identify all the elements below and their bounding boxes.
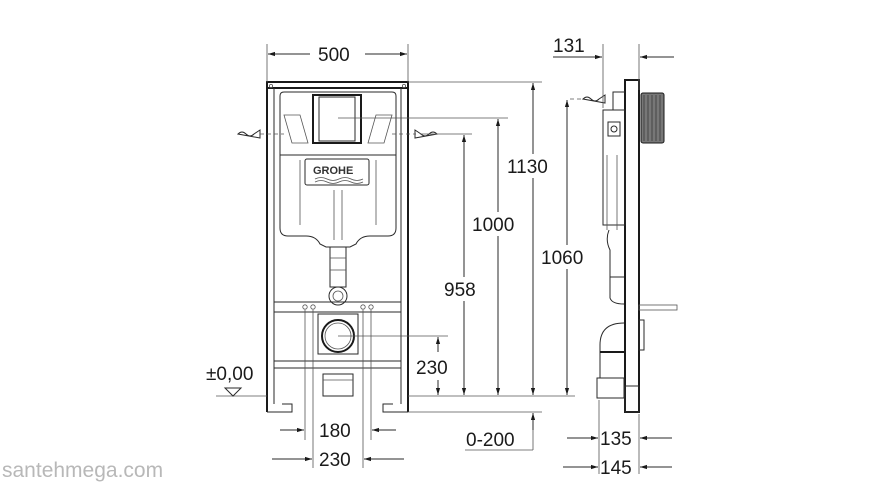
dim-water-inlet-height: 958 — [444, 280, 476, 301]
dim-frame-height: 1130 — [507, 157, 548, 178]
dim-drain-height: 230 — [416, 358, 448, 379]
dim-floor-level: ±0,00 — [206, 364, 253, 385]
watermark: santehmega.com — [2, 459, 163, 482]
dim-depth-min: 135 — [600, 429, 632, 450]
side-view — [570, 79, 678, 413]
dim-flush-plate-height: 1000 — [472, 215, 514, 236]
side-dimensions: 131 1060 135 145 — [539, 36, 674, 479]
dim-side-inlet-height: 1060 — [541, 248, 583, 269]
grohe-logo: GROHE — [313, 165, 353, 177]
dim-leg-adjustment: 0-200 — [466, 430, 515, 451]
dim-depth-max: 145 — [600, 458, 632, 479]
dim-frame-width: 500 — [318, 45, 350, 66]
dim-wall-offset: 131 — [553, 36, 585, 57]
dim-bolt-spacing-inner: 180 — [319, 421, 351, 442]
dim-bolt-spacing-outer: 230 — [319, 450, 351, 471]
front-dimensions: 500 1130 1000 958 230 0-200 ±0,00 — [206, 44, 575, 471]
front-view: GROHE — [236, 81, 439, 413]
